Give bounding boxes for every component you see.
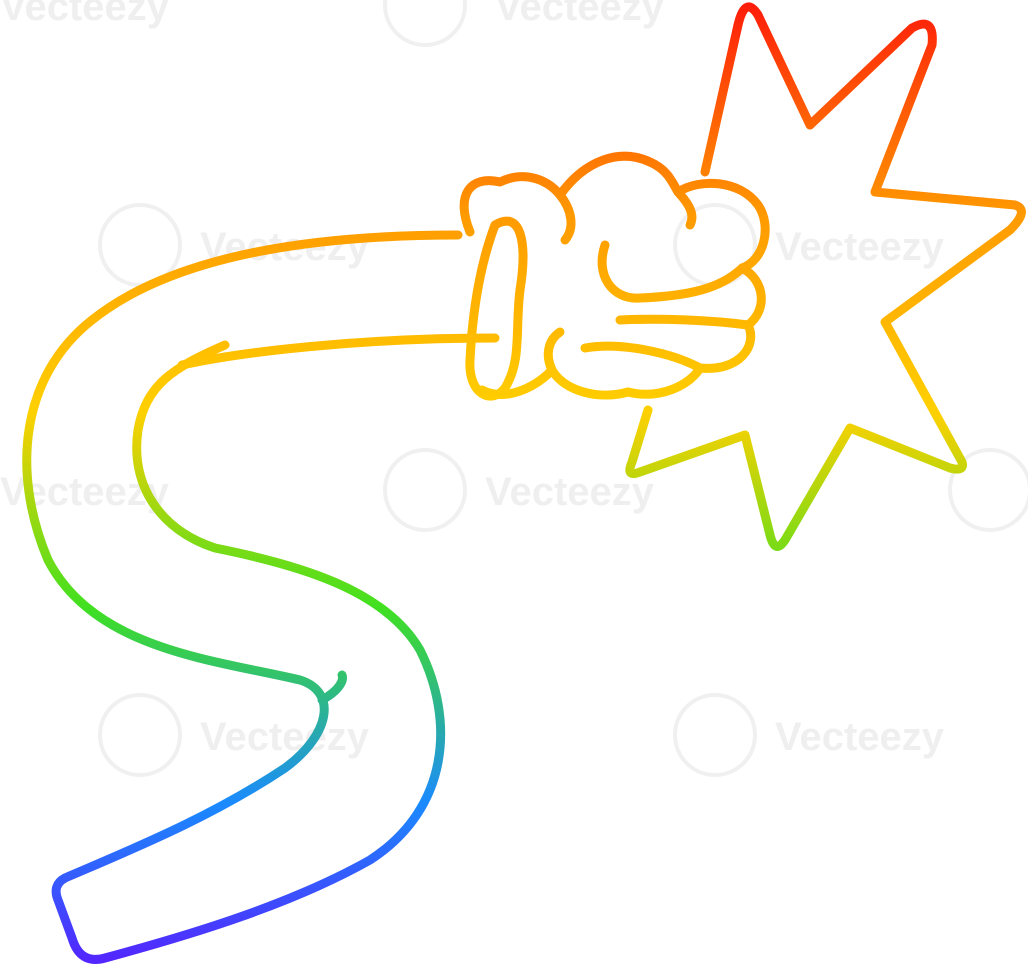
watermark-item: Vecteezy	[383, 0, 665, 47]
watermark-item	[948, 448, 1028, 532]
watermark-item: Vecteezy	[673, 203, 945, 287]
arm-crease	[317, 670, 347, 705]
watermark-text: Vecteezy	[775, 225, 945, 269]
vecteezy-logo-icon	[383, 0, 467, 47]
sleeve-cuff	[465, 216, 528, 401]
fist-thumb	[597, 240, 745, 303]
vecteezy-logo-icon	[98, 693, 182, 777]
fist-finger-line	[580, 341, 705, 373]
fist-knuckle	[555, 190, 576, 245]
fist-outline	[459, 151, 770, 400]
impact-burst-icon	[625, 2, 1026, 551]
fist-finger-line	[615, 314, 753, 330]
arm-upper-edge	[22, 230, 463, 964]
fist-icon	[459, 151, 770, 400]
arm-lower-edge	[177, 333, 500, 370]
fist-knuckle	[673, 187, 697, 230]
vecteezy-logo-icon	[383, 448, 467, 532]
watermark-item: Vecteezy	[383, 448, 655, 532]
watermark-text: Vecteezy	[775, 715, 945, 759]
watermark-text: Vecteezy	[0, 0, 170, 29]
watermark-text: Vecteezy	[485, 470, 655, 514]
vecteezy-logo-icon	[948, 448, 1028, 532]
watermark-text: Vecteezy	[200, 715, 370, 759]
watermark-text: Vecteezy	[495, 0, 665, 29]
watermark-item: Vecteezy	[0, 0, 170, 29]
watermark-item: Vecteezy	[98, 693, 370, 777]
fist-knuckle	[543, 327, 565, 375]
vecteezy-logo-icon	[673, 693, 757, 777]
watermark-item: Vecteezy	[673, 693, 945, 777]
